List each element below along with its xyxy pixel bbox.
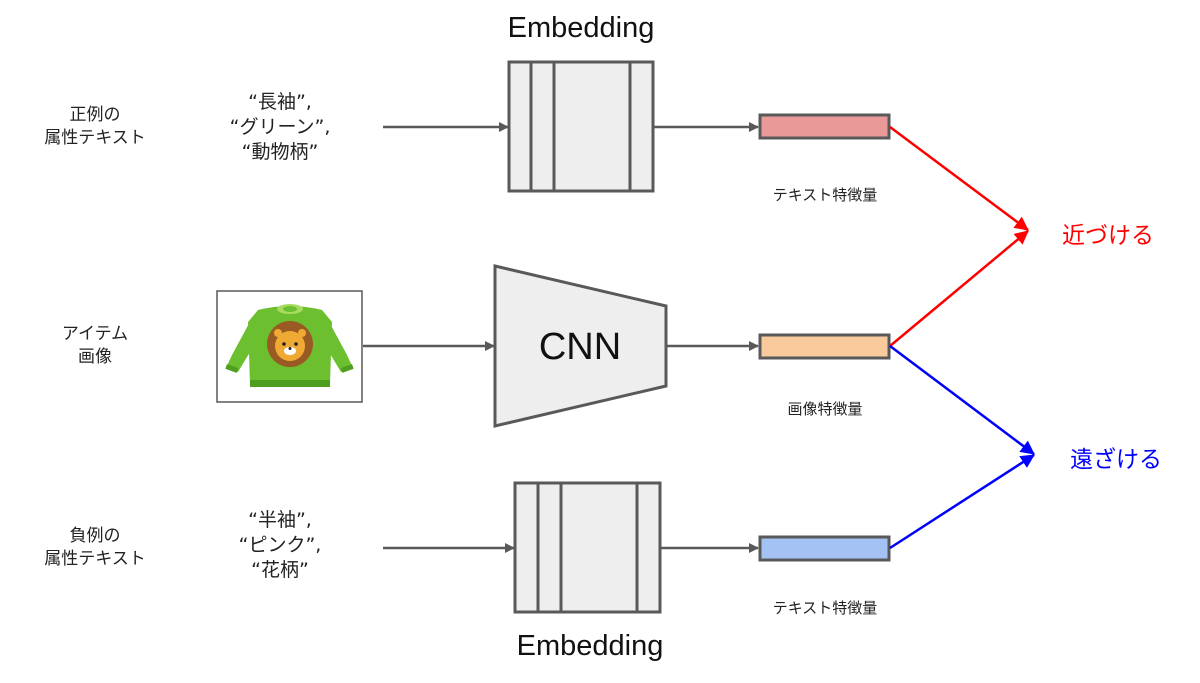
- push-apart-label: 遠ざける: [1070, 447, 1162, 473]
- text-feature-vector-positive: [758, 113, 891, 140]
- cnn-block: [493, 264, 668, 428]
- push-arrow-from-negative: [889, 453, 1035, 550]
- image-feature-vector: [758, 333, 891, 360]
- embedding-title-top: Embedding: [507, 12, 655, 44]
- pull-closer-label: 近づける: [1062, 223, 1154, 249]
- text-feature-label-negative: テキスト特徴量: [772, 599, 878, 617]
- image-feature-label: 画像特徴量: [787, 400, 863, 418]
- pull-arrow-from-image: [889, 230, 1029, 347]
- embedding-block-positive: [507, 60, 655, 193]
- text-feature-vector-negative: [758, 535, 891, 562]
- item-row-label: アイテム 画像: [61, 324, 129, 367]
- pull-arrow-from-positive: [889, 125, 1029, 232]
- positive-row-label: 正例の 属性テキスト: [44, 105, 146, 148]
- embedding-title-bottom: Embedding: [516, 630, 664, 662]
- text-feature-label-positive: テキスト特徴量: [772, 186, 878, 204]
- push-arrow-from-image: [889, 345, 1035, 455]
- sweater-icon: [225, 304, 354, 387]
- positive-attributes: “長袖”, “グリーン”, “動物柄”: [229, 91, 331, 163]
- cnn-label: CNN: [538, 326, 622, 368]
- embedding-block-negative: [513, 481, 662, 614]
- negative-row-label: 負例の 属性テキスト: [44, 526, 146, 569]
- negative-attributes: “半袖”, “ピンク”, “花柄”: [238, 509, 322, 581]
